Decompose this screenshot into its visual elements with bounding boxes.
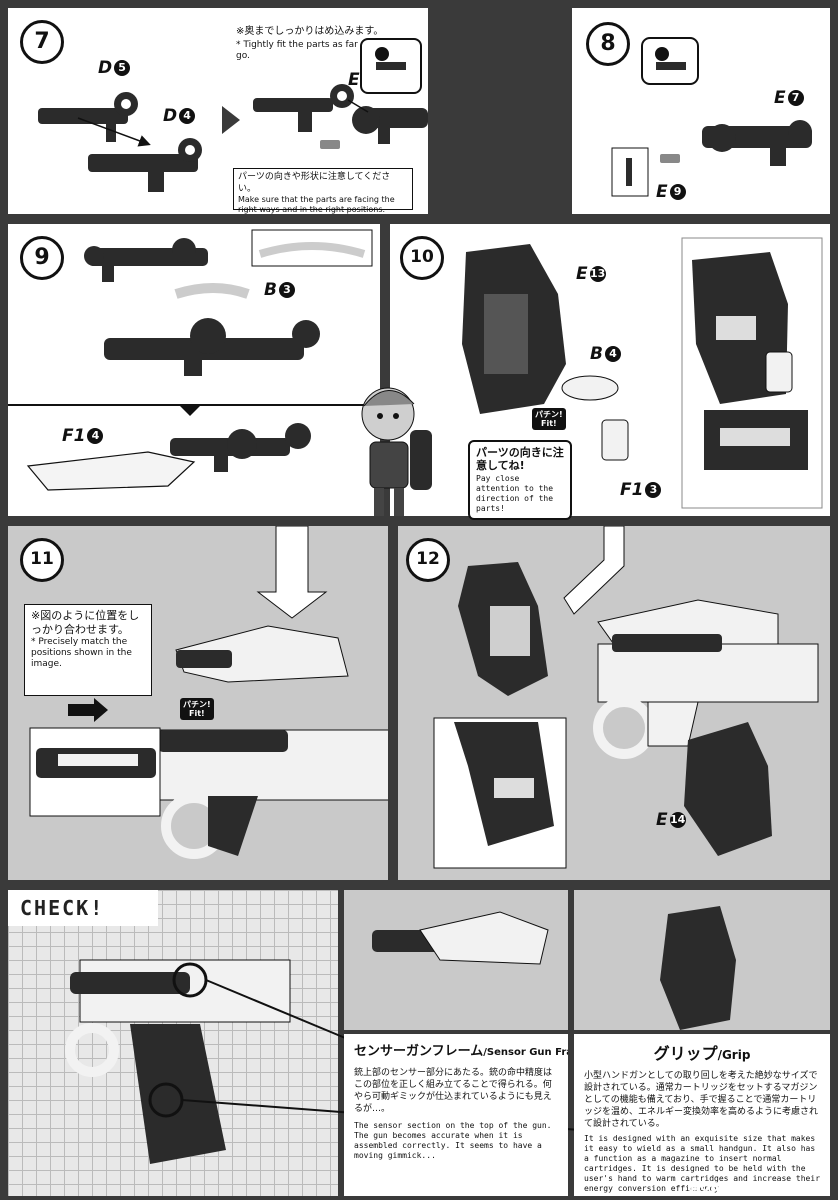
part-number: 4	[87, 428, 104, 444]
check-title: CHECK!	[20, 896, 105, 920]
sensor-desc-jp: 銃上部のセンサー部分にあたる。銃の命中精度はこの部位を正しく組み立てることで得ら…	[354, 1068, 553, 1114]
step-11-number: 11	[20, 538, 64, 582]
step-7-parts-drawing	[38, 84, 428, 192]
part-letter: E	[774, 88, 786, 108]
fit-badge: パチン! Fit!	[180, 698, 214, 720]
step-7-detail-callout	[360, 38, 422, 94]
part-letter: F1	[620, 480, 644, 500]
step-8-number: 8	[586, 22, 630, 66]
grip-image-panel	[574, 890, 830, 1030]
step-11-panel: 11 ※図のように位置をしっかり合わせます。 * Precisely match…	[8, 526, 388, 880]
alignment-note: ※図のように位置をしっかり合わせます。 * Precisely match th…	[24, 604, 152, 696]
detail-drawing	[375, 47, 406, 70]
fit-badge-jp: パチン!	[183, 700, 211, 709]
part-letter: B	[590, 344, 603, 364]
caution-box: パーツの向きや形状に注意してください。 Make sure that the p…	[233, 168, 413, 214]
part-number: 5	[114, 60, 131, 76]
grip-desc-jp: 小型ハンドガンとしての取り回しを考えた絶妙なサイズで設計されている。通常カートリ…	[584, 1071, 819, 1129]
step-10-parts-drawing	[462, 237, 823, 509]
part-letter: F1	[62, 426, 86, 446]
step-9-parts-drawing	[84, 229, 373, 376]
alignment-note-en: * Precisely match the positions shown in…	[31, 637, 132, 669]
sensor-info-box: センサーガンフレーム/Sensor Gun Frame 銃上部のセンサー部分にあ…	[344, 1034, 568, 1196]
check-title-bar	[8, 890, 158, 926]
character-illustration	[340, 370, 450, 520]
caution-jp: パーツの向きや形状に注意してください。	[238, 172, 391, 194]
grip-desc-en: It is designed with an exquisite size th…	[584, 1134, 821, 1193]
part-letter: E	[576, 264, 588, 284]
step-9-number: 9	[20, 236, 64, 280]
sensor-desc-en: The sensor section on the top of the gun…	[354, 1121, 552, 1160]
character-speech-bubble: パーツの向きに注意してね! Pay close attention to the…	[468, 440, 572, 520]
step-7-number: 7	[20, 20, 64, 64]
fit-note-jp: ※奥までしっかりはめ込みます。	[236, 26, 384, 37]
caution-en: Make sure that the parts are facing the …	[238, 195, 395, 214]
part-letter: D	[98, 58, 113, 78]
grip-title-jp: グリップ	[653, 1044, 718, 1063]
fit-badge-jp: パチン!	[535, 410, 563, 419]
grip-title-en: /Grip	[717, 1048, 751, 1062]
step-11-parts-drawing	[29, 526, 388, 859]
check-grid-panel	[8, 890, 338, 1196]
step-8-parts-drawing	[611, 37, 812, 197]
bubble-text-jp: パーツの向きに注意してね!	[476, 446, 564, 472]
bubble-text-en: Pay close attention to the direction of …	[476, 474, 554, 513]
part-letter: E	[656, 810, 668, 830]
part-number: 9	[669, 184, 686, 200]
part-number: 7	[787, 90, 804, 106]
part-letter: E	[348, 70, 360, 90]
part-letter: B	[264, 280, 277, 300]
part-number: 4	[179, 108, 196, 124]
watermark: HOBBY SEARCH	[690, 1180, 795, 1194]
part-letter: D	[163, 106, 178, 126]
sensor-image-panel	[344, 890, 568, 1030]
part-number: 3	[278, 282, 295, 298]
fit-badge-en: Fit!	[540, 419, 557, 428]
part-letter: E	[656, 182, 668, 202]
grip-title: グリップ/Grip	[584, 1040, 820, 1064]
fit-note-en: * Tightly fit the parts as far as they w…	[236, 40, 412, 61]
fit-badge: パチン! Fit!	[532, 408, 566, 430]
step-12-parts-drawing	[433, 526, 819, 869]
step-12-number: 12	[406, 538, 450, 582]
sensor-title-en: /Sensor Gun Frame	[483, 1047, 568, 1058]
step-10-number: 10	[400, 236, 444, 280]
part-number: 13	[589, 266, 606, 282]
fit-badge-en: Fit!	[188, 709, 205, 718]
sensor-title: センサーガンフレーム/Sensor Gun Frame	[354, 1040, 568, 1059]
sensor-title-jp: センサーガンフレーム	[354, 1044, 484, 1059]
alignment-note-jp: ※図のように位置をしっかり合わせます。	[31, 609, 140, 636]
grip-info-box: グリップ/Grip 小型ハンドガンとしての取り回しを考えた絶妙なサイズで設計され…	[574, 1034, 830, 1196]
character-drawing	[361, 387, 432, 516]
part-number: 14	[669, 812, 686, 828]
part-number: 4	[604, 346, 621, 362]
step-9b-parts-drawing	[26, 406, 311, 491]
part-number: 3	[645, 482, 662, 498]
